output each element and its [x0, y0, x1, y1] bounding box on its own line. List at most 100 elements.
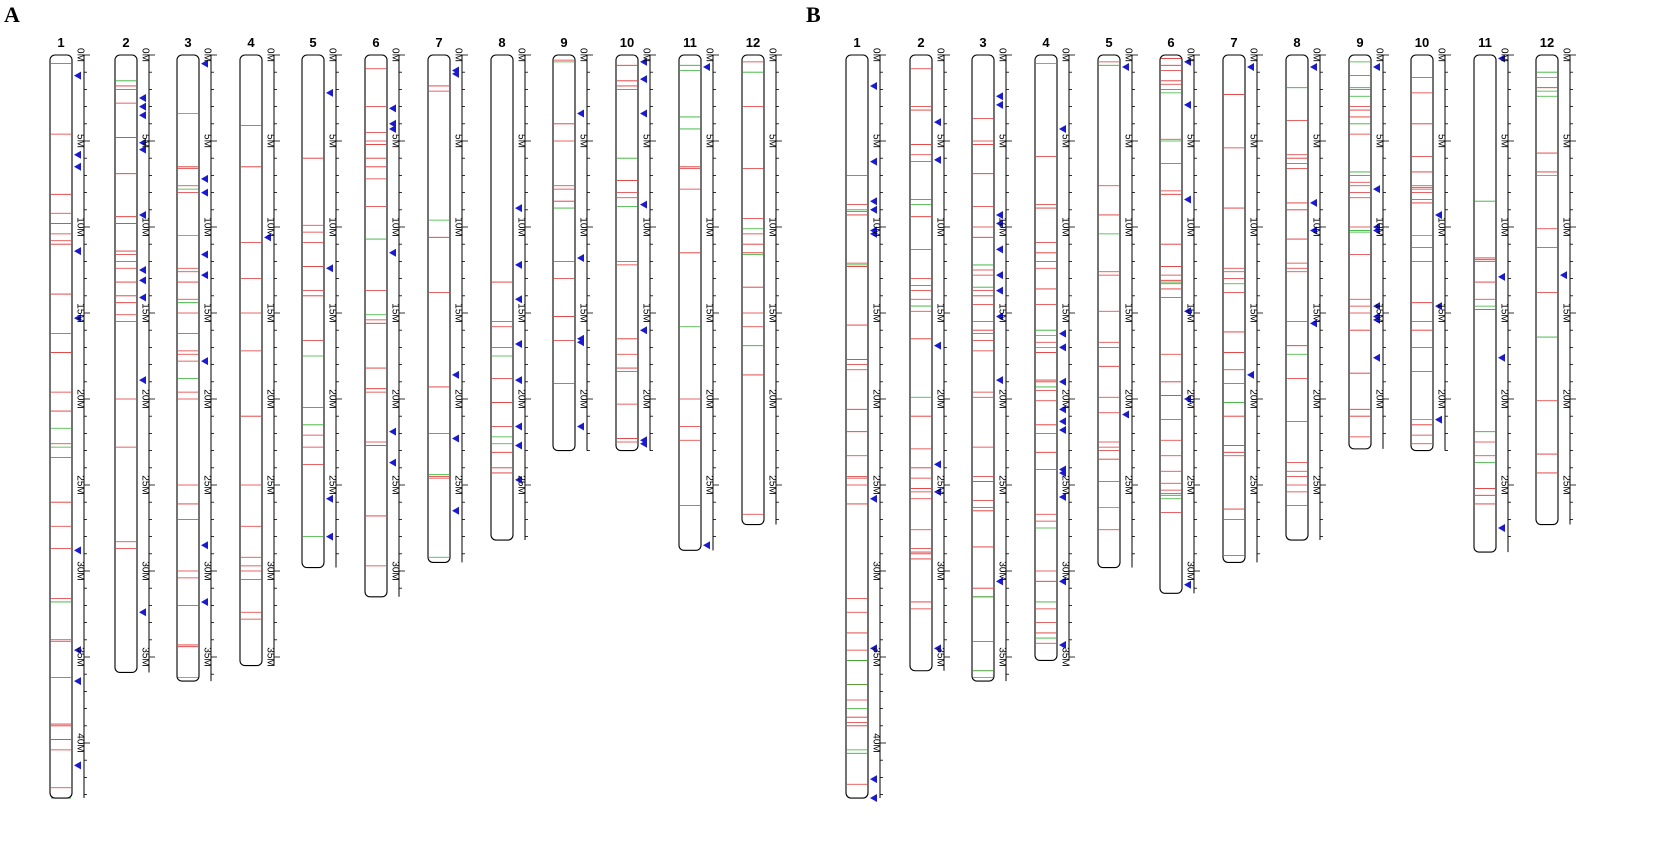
chromosome-outline	[239, 54, 263, 667]
marker-triangle	[703, 541, 710, 550]
scale-label: 35M	[201, 647, 212, 666]
marker-triangle	[640, 57, 647, 66]
scale-label: 5M	[640, 134, 651, 148]
scale-label: 35M	[74, 647, 85, 666]
marker-triangle	[515, 422, 522, 431]
scale-label: 40M	[870, 733, 881, 752]
scale-label: 10M	[577, 217, 588, 236]
marker-triangle	[264, 233, 271, 242]
marker-triangle	[326, 494, 333, 503]
marker-triangle	[326, 88, 333, 97]
marker-triangle	[1059, 468, 1066, 477]
marker-triangle	[515, 204, 522, 213]
scale-label: 20M	[326, 389, 337, 408]
marker-triangle	[870, 157, 877, 166]
scale-label: 0M	[640, 48, 651, 62]
chromosome-label: 4	[1042, 35, 1050, 50]
chromosome-outline	[364, 54, 388, 598]
marker-triangle	[1184, 57, 1191, 66]
scale-label: 25M	[389, 475, 400, 494]
marker-triangle	[1498, 54, 1505, 63]
scale-label: 10M	[934, 217, 945, 236]
scale-label: 0M	[934, 48, 945, 62]
scale-label: 5M	[1122, 134, 1133, 148]
scale-label: 15M	[1560, 303, 1571, 322]
scale-label: 10M	[201, 217, 212, 236]
scale-label: 10M	[74, 217, 85, 236]
scale-label: 15M	[201, 303, 212, 322]
scale-label: 0M	[766, 48, 777, 62]
scale-label: 15M	[577, 303, 588, 322]
scale-label: 15M	[1247, 303, 1258, 322]
marker-triangle	[577, 422, 584, 431]
marker-triangle	[1059, 417, 1066, 426]
marker-triangle	[1059, 405, 1066, 414]
scale-label: 15M	[870, 303, 881, 322]
marker-triangle	[389, 124, 396, 133]
scale-label: 5M	[1435, 134, 1446, 148]
marker-triangle	[640, 75, 647, 84]
marker-triangle	[1373, 226, 1380, 235]
scale-label: 0M	[1435, 48, 1446, 62]
scale-label: 25M	[264, 475, 275, 494]
marker-triangle	[139, 210, 146, 219]
marker-triangle	[870, 644, 877, 653]
chromosome-label: 12	[1540, 35, 1554, 50]
scale-label: 10M	[1560, 217, 1571, 236]
scale-label: 20M	[1059, 389, 1070, 408]
scale-label: 10M	[1184, 217, 1195, 236]
scale-label: 25M	[1122, 475, 1133, 494]
chromosome-label: 2	[122, 35, 129, 50]
scale-label: 5M	[515, 134, 526, 148]
scale-label: 10M	[1498, 217, 1509, 236]
marker-triangle	[934, 155, 941, 164]
marker-triangle	[74, 71, 81, 80]
chromosome-label: 5	[1105, 35, 1112, 50]
scale-label: 20M	[1560, 389, 1571, 408]
scale-label: 0M	[139, 48, 150, 62]
scale-label: 10M	[996, 217, 1007, 236]
chromosome-label: 7	[1230, 35, 1237, 50]
marker-triangle	[1059, 493, 1066, 502]
scale-label: 15M	[1184, 303, 1195, 322]
scale-label: 30M	[934, 561, 945, 580]
scale-label: 20M	[1310, 389, 1321, 408]
marker-triangle	[515, 260, 522, 269]
scale-label: 20M	[1122, 389, 1133, 408]
marker-triangle	[996, 210, 1003, 219]
marker-triangle	[870, 494, 877, 503]
scale-label: 0M	[389, 48, 400, 62]
chromosome-outline	[1535, 54, 1559, 526]
scale-label: 30M	[139, 561, 150, 580]
scale-label: 30M	[870, 561, 881, 580]
scale-label: 10M	[452, 217, 463, 236]
scale-label: 10M	[1373, 217, 1384, 236]
scale-label: 10M	[1310, 217, 1321, 236]
scale-label: 25M	[1560, 475, 1571, 494]
marker-triangle	[934, 341, 941, 350]
scale-label: 25M	[74, 475, 85, 494]
scale-label: 25M	[996, 475, 1007, 494]
scale-label: 5M	[452, 134, 463, 148]
chromosome-outline	[1410, 54, 1434, 452]
scale-label: 10M	[703, 217, 714, 236]
scale-label: 0M	[201, 48, 212, 62]
scale-label: 0M	[326, 48, 337, 62]
marker-triangle	[934, 487, 941, 496]
scale-label: 5M	[703, 134, 714, 148]
